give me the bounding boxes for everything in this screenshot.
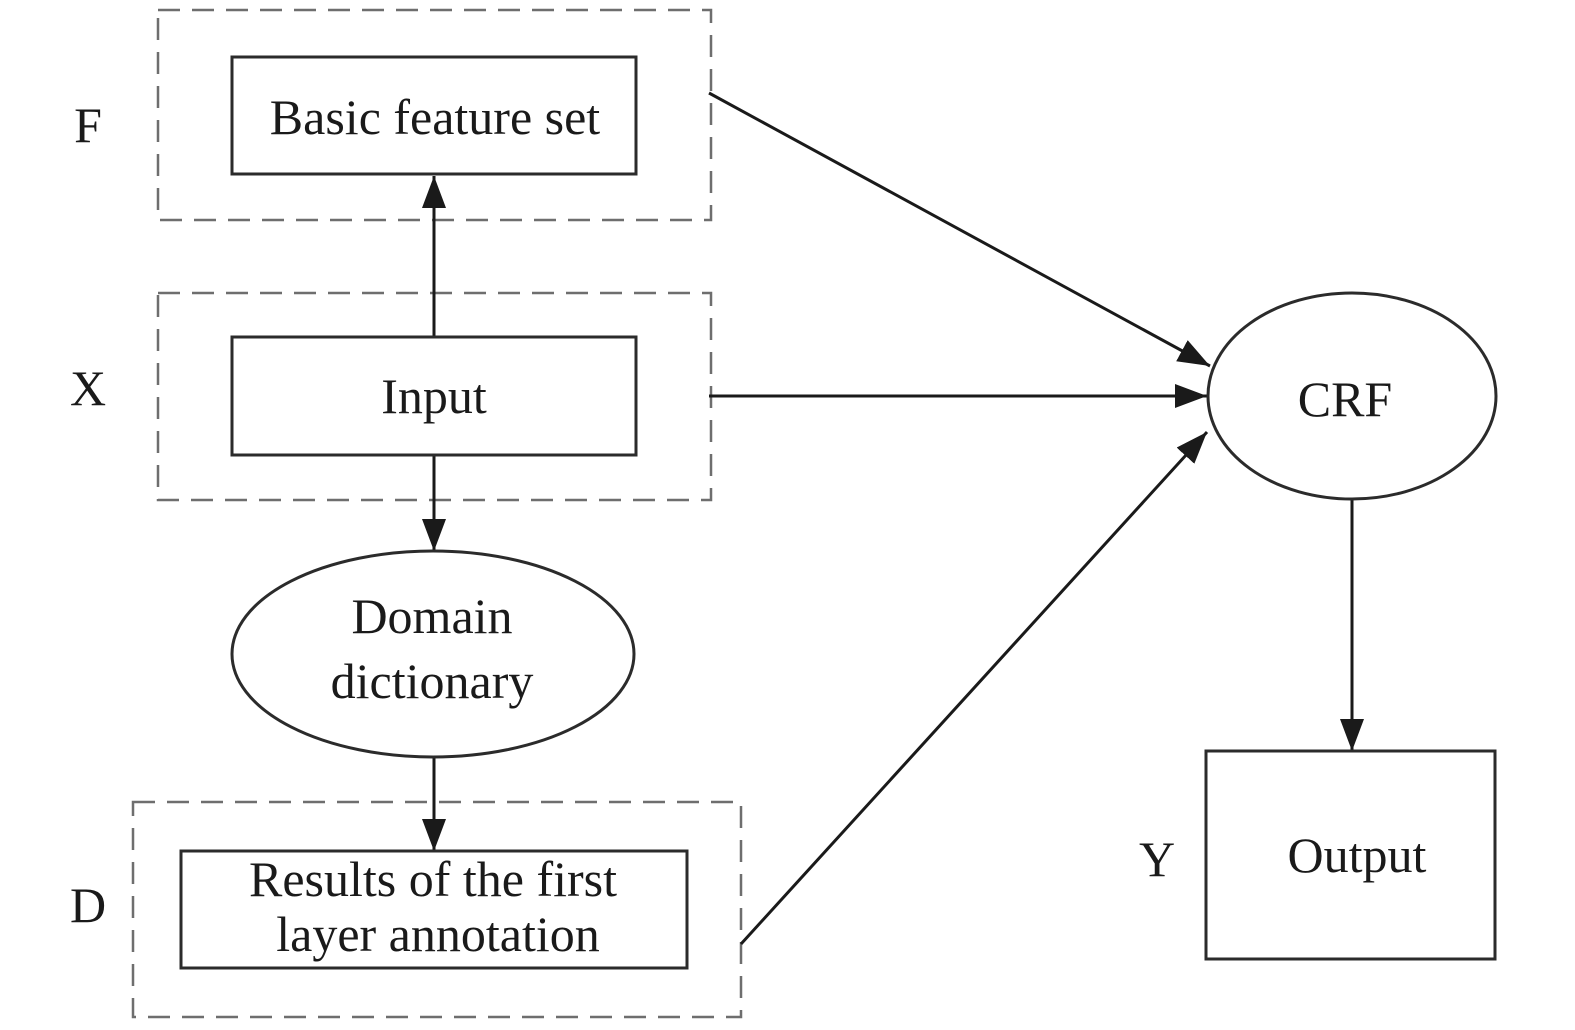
node-domain-dictionary: Domain dictionary [230, 549, 636, 759]
node-crf-label: CRF [1298, 371, 1393, 427]
node-output: Output [1204, 749, 1497, 961]
node-first-layer-results-line-1: Results of the first [249, 851, 617, 907]
node-domain-dictionary-line-1: Domain [351, 588, 512, 644]
node-first-layer-results-line-2: layer annotation [276, 906, 600, 962]
node-domain-dictionary-line-2: dictionary [331, 653, 534, 709]
edge-results-to-crf [739, 430, 1209, 946]
group-label-y: Y [1139, 831, 1175, 887]
node-input-label: Input [381, 368, 487, 424]
group-label-f: F [74, 97, 102, 153]
node-first-layer-results: Results of the first layer annotation [179, 849, 689, 970]
node-output-label: Output [1288, 827, 1427, 883]
group-label-x: X [70, 360, 106, 416]
node-input: Input [230, 335, 638, 457]
node-basic-feature-set: Basic feature set [230, 55, 638, 176]
node-crf: CRF [1206, 291, 1498, 501]
node-basic-feature-set-label: Basic feature set [270, 89, 601, 145]
group-d-boundary [131, 800, 743, 1019]
group-label-d: D [70, 877, 106, 933]
edge-feature-set-to-crf [708, 91, 1211, 368]
